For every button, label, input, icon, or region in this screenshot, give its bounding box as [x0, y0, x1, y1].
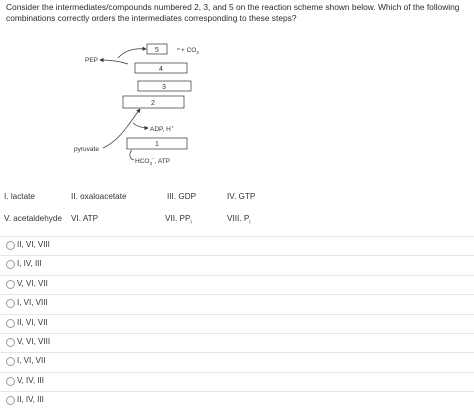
- radio-button[interactable]: [6, 260, 15, 270]
- option-v: V. acetaldehyde: [4, 214, 62, 223]
- option-ii: II. oxaloacetate: [71, 192, 127, 201]
- choice-1[interactable]: II, VI, VIII: [0, 236, 474, 256]
- choice-label: II, VI, VII: [17, 317, 48, 327]
- option-vii: VII. PPi: [165, 214, 192, 226]
- option-vii-text: VII. PP: [165, 214, 191, 223]
- radio-button[interactable]: [6, 376, 15, 386]
- choice-label: II, IV, III: [17, 395, 44, 405]
- box-3: [137, 80, 192, 92]
- box-5-label: 5: [155, 47, 159, 54]
- question-line-1: Consider the intermediates/compounds num…: [6, 2, 460, 12]
- choice-label: V, IV, III: [17, 375, 44, 385]
- choice-4[interactable]: I, VI, VIII: [0, 294, 474, 314]
- radio-button[interactable]: [6, 299, 15, 309]
- choice-3[interactable]: V, VI, VII: [0, 274, 474, 295]
- box-2: [122, 95, 185, 109]
- radio-button[interactable]: [6, 357, 15, 367]
- choice-7[interactable]: I, VI, VII: [0, 352, 474, 372]
- box-4: [134, 62, 188, 74]
- choice-5[interactable]: II, VI, VII: [0, 313, 474, 334]
- option-viii-sub: i: [249, 219, 251, 226]
- arrow-to-pep: [99, 57, 129, 65]
- choice-label: I, IV, III: [17, 259, 42, 269]
- box-1: [126, 137, 188, 150]
- box-1-label: 1: [155, 141, 159, 148]
- radio-button[interactable]: [6, 396, 15, 406]
- arrow-hco3: [129, 149, 135, 161]
- radio-button[interactable]: [6, 338, 15, 347]
- radio-button[interactable]: [6, 318, 15, 328]
- question-text: Consider the intermediates/compounds num…: [6, 2, 468, 24]
- choice-6[interactable]: V, VI, VIII: [0, 333, 474, 353]
- option-iii: III. GDP: [167, 192, 197, 201]
- option-vi: VI. ATP: [71, 214, 99, 223]
- choice-label: V, VI, VIII: [17, 337, 51, 346]
- box-2-label: 2: [151, 100, 155, 107]
- choice-2[interactable]: I, IV, III: [0, 255, 474, 275]
- option-i: I. lactate: [4, 192, 35, 201]
- box-3-label: 3: [162, 84, 166, 91]
- pep-label: PEP: [85, 57, 98, 64]
- option-vii-sub: i: [190, 219, 192, 226]
- arrow-adp: [132, 122, 149, 131]
- arrow-pyruvate-up: [102, 108, 141, 149]
- choice-label: V, VI, VII: [17, 278, 48, 288]
- choice-label: II, VI, VIII: [17, 240, 50, 249]
- adp-label: ADP, H+: [150, 125, 174, 134]
- arrow-to-box5: [117, 46, 147, 59]
- radio-button[interactable]: [6, 279, 15, 289]
- co2-label: + CO2: [181, 47, 199, 55]
- box-5: [146, 43, 168, 55]
- hco3-atp-label: HCO3−, ATP: [135, 156, 170, 166]
- choice-9[interactable]: II, IV, III: [0, 391, 474, 411]
- choice-label: I, VI, VIII: [17, 298, 48, 308]
- choice-label: I, VI, VII: [17, 356, 46, 366]
- box-4-label: 4: [159, 66, 163, 73]
- reaction-scheme: 5 + CO2 4 3 2 1 PEP pyruvate ADP, H+ HCO…: [74, 43, 199, 166]
- radio-button[interactable]: [6, 241, 15, 250]
- pyruvate-label: pyruvate: [74, 146, 99, 153]
- option-iv: IV. GTP: [227, 192, 256, 201]
- option-viii-text: VIII. P: [227, 214, 250, 223]
- choice-8[interactable]: V, IV, III: [0, 371, 474, 392]
- question-line-2: combinations correctly orders the interm…: [6, 13, 297, 23]
- option-viii: VIII. Pi: [227, 214, 251, 226]
